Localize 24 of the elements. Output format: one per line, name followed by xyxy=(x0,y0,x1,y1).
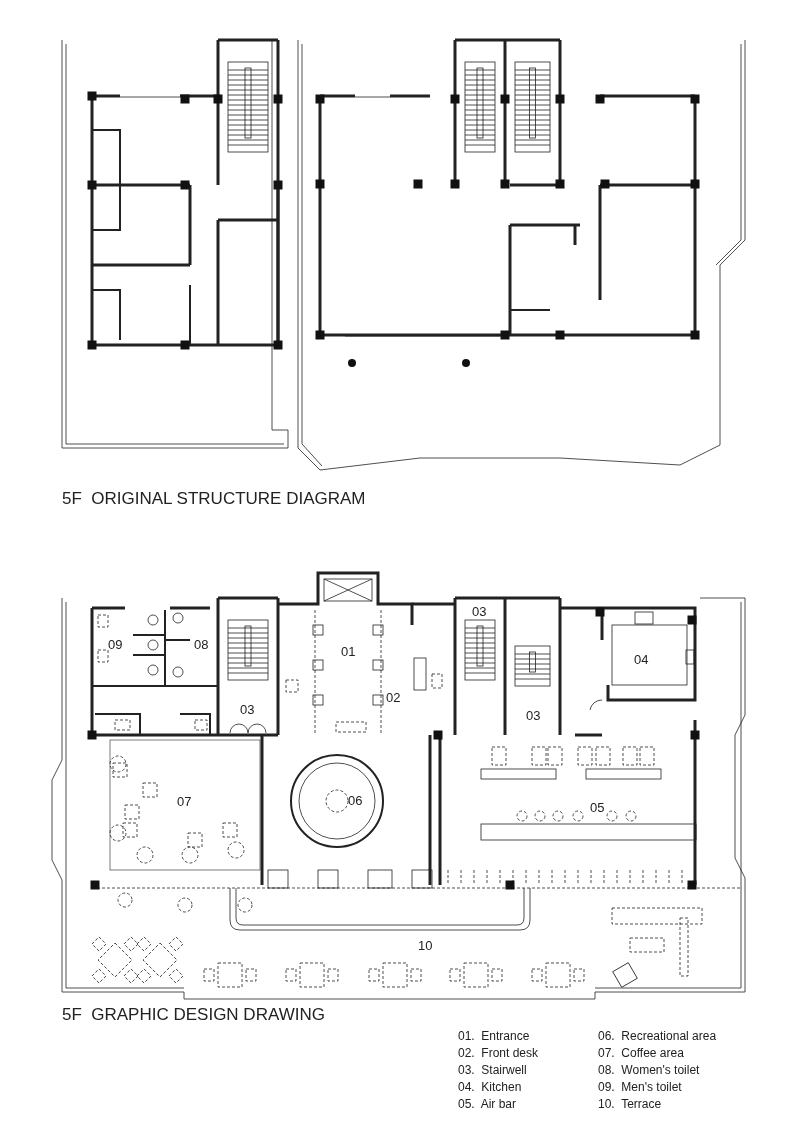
plan-title: 5F GRAPHIC DESIGN DRAWING xyxy=(62,1006,325,1023)
room-number: 02 xyxy=(386,691,401,704)
room-number: 10 xyxy=(418,939,433,952)
legend-entry: 02. Front desk xyxy=(458,1047,539,1059)
room-number: 05 xyxy=(590,801,605,814)
legend-entry: 10. Terrace xyxy=(598,1098,662,1110)
room-number: 01 xyxy=(341,645,356,658)
legend-entry: 05. Air bar xyxy=(458,1098,517,1110)
room-number: 08 xyxy=(194,638,209,651)
legend-entry: 08. Women's toilet xyxy=(598,1064,700,1076)
legend-entry: 01. Entrance xyxy=(458,1030,530,1042)
room-number: 04 xyxy=(634,653,649,666)
room-number: 07 xyxy=(177,795,192,808)
room-number: 03 xyxy=(472,605,487,618)
legend-entry: 03. Stairwell xyxy=(458,1064,527,1076)
legend-entry: 04. Kitchen xyxy=(458,1081,522,1093)
legend-entry: 09. Men's toilet xyxy=(598,1081,682,1093)
legend-entry: 06. Recreational area xyxy=(598,1030,717,1042)
room-number: 06 xyxy=(348,794,363,807)
plan-title: 5F ORIGINAL STRUCTURE DIAGRAM xyxy=(62,490,366,507)
legend-entry: 07. Coffee area xyxy=(598,1047,684,1059)
room-number: 03 xyxy=(526,709,541,722)
room-number: 03 xyxy=(240,703,255,716)
room-number: 09 xyxy=(108,638,123,651)
